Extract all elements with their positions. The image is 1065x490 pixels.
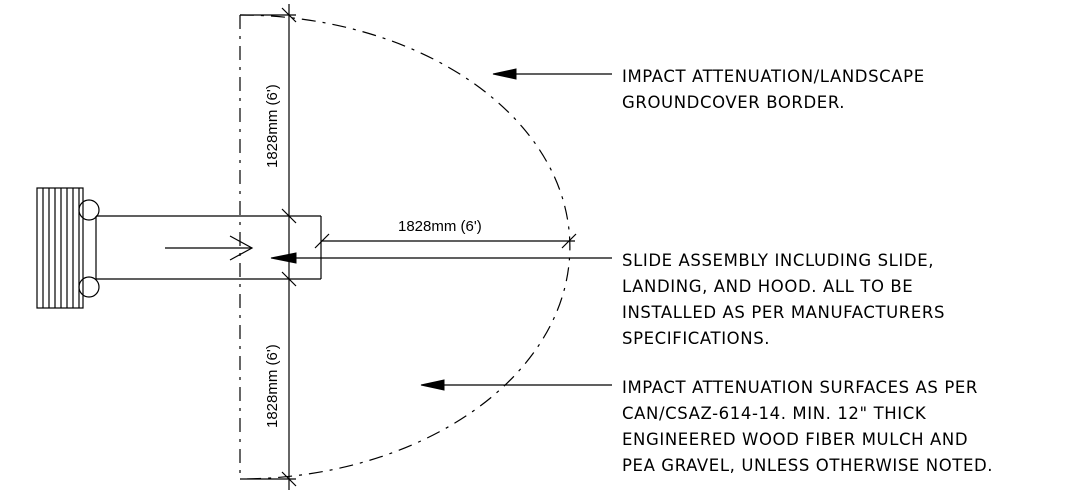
slide-direction-arrow xyxy=(165,235,254,261)
dim-tick-mid-lower xyxy=(281,271,297,287)
leader-slide-arrowhead xyxy=(270,252,297,264)
note-border-line: IMPACT ATTENUATION/LANDSCAPE xyxy=(622,67,925,86)
leader-surface-arrowhead xyxy=(420,379,445,391)
slide-chute xyxy=(95,215,322,280)
note-surface-line: PEA GRAVEL, UNLESS OTHERWISE NOTED. xyxy=(622,456,993,475)
note-border: IMPACT ATTENUATION/LANDSCAPE GROUNDCOVER… xyxy=(622,67,925,112)
note-slide-line: LANDING, AND HOOD. ALL TO BE xyxy=(622,277,913,296)
post-top xyxy=(78,199,100,221)
dim-tick-mid-upper xyxy=(281,208,297,224)
hdim-tick-right xyxy=(561,233,577,249)
note-slide-line: SPECIFICATIONS. xyxy=(622,329,770,348)
attenuation-border-arc xyxy=(239,14,571,480)
note-surface-line: CAN/CSAZ-614-14. MIN. 12" THICK xyxy=(622,404,927,423)
ladder-block xyxy=(36,187,84,309)
note-slide-assembly: SLIDE ASSEMBLY INCLUDING SLIDE, LANDING,… xyxy=(622,251,945,348)
note-slide-line: SLIDE ASSEMBLY INCLUDING SLIDE, xyxy=(622,251,934,270)
dim-label-vertical-upper: 1828mm (6') xyxy=(264,84,281,168)
note-surface-line: IMPACT ATTENUATION SURFACES AS PER xyxy=(622,378,978,397)
note-surface: IMPACT ATTENUATION SURFACES AS PER CAN/C… xyxy=(622,378,993,475)
dim-label-horizontal: 1828mm (6') xyxy=(398,218,482,235)
leader-border-arrowhead xyxy=(492,68,517,80)
note-border-line: GROUNDCOVER BORDER. xyxy=(622,93,845,112)
note-surface-line: ENGINEERED WOOD FIBER MULCH AND xyxy=(622,430,968,449)
post-bottom xyxy=(78,276,100,298)
dim-label-vertical-lower: 1828mm (6') xyxy=(264,344,281,428)
note-slide-line: INSTALLED AS PER MANUFACTURERS xyxy=(622,303,945,322)
hdim-tick-left xyxy=(314,233,330,249)
